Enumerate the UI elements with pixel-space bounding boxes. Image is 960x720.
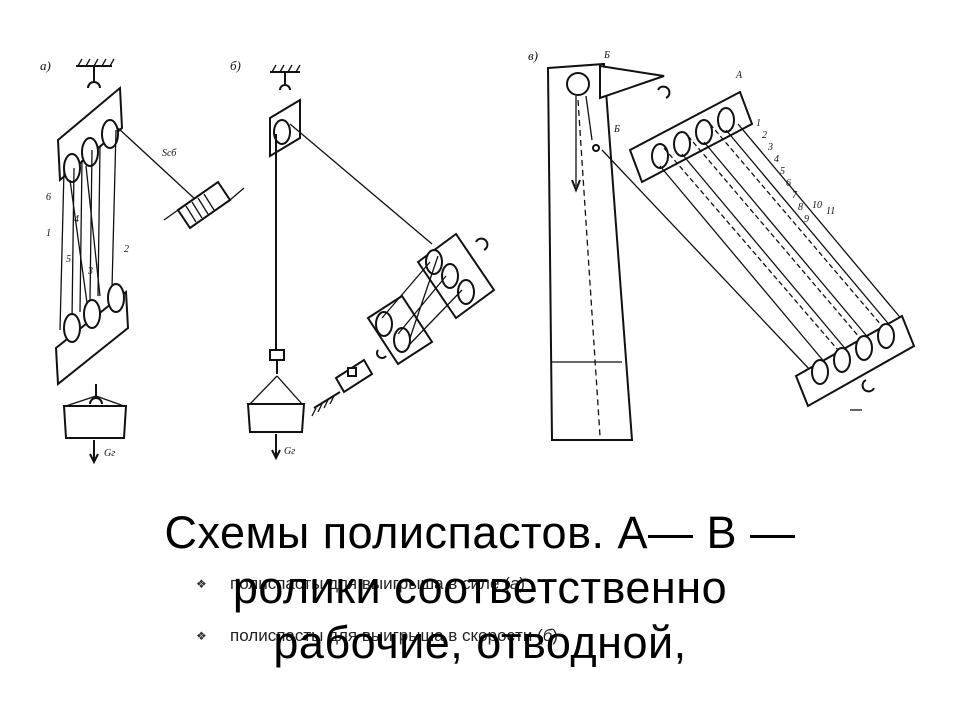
diamond-bullet-icon: ❖ <box>196 629 207 643</box>
panel-a: а) 1 2 3 4 5 6 Sсб <box>40 58 245 465</box>
panel-v-branch-number: 4 <box>774 154 779 165</box>
panel-a-branch-number: 6 <box>46 192 51 203</box>
panel-a-branch-number: 5 <box>66 254 71 265</box>
panel-v: в) Б Б А 1 2 3 4 5 6 7 8 <box>528 48 916 441</box>
panel-b-label: б) <box>230 58 241 73</box>
panel-a-rope-label: Sсб <box>162 148 177 159</box>
panel-v-branch-number: 8 <box>798 202 803 213</box>
panel-v-pulley-label: А <box>735 70 743 81</box>
bullet-list: ❖ полиспасты для выигрыша в силе (а) ❖ п… <box>196 574 896 678</box>
panel-v-pulley-label: Б <box>603 50 610 61</box>
panel-a-branch-number: 3 <box>87 266 93 277</box>
bullet-text: полиспасты для выигрыша в силе (а) <box>230 574 525 593</box>
panel-a-branch-number: 2 <box>124 244 129 255</box>
slide-title: Схемы полиспастов. А— В — ролики соответ… <box>20 505 940 670</box>
panel-v-branch-number: 2 <box>762 130 767 141</box>
panel-a-label: а) <box>40 58 51 73</box>
title-line: рабочие, отводной, <box>273 617 687 668</box>
panel-a-branch-number: 1 <box>46 228 51 239</box>
title-line: ролики соответственно <box>232 562 728 613</box>
panel-v-branch-numbers: 1 2 3 4 5 6 7 8 9 10 11 <box>756 118 835 225</box>
panel-v-branch-number: 6 <box>786 178 791 189</box>
panel-v-label: в) <box>528 48 538 63</box>
panel-v-branch-number: 3 <box>767 142 773 153</box>
diamond-bullet-icon: ❖ <box>196 577 207 591</box>
panel-b-load-label: Gг <box>284 446 295 457</box>
bullet-item: ❖ полиспасты для выигрыша в силе (а) <box>196 574 896 626</box>
panel-v-branch-number: 11 <box>826 206 835 217</box>
panel-v-branch-number: 10 <box>812 200 822 211</box>
panel-v-branch-number: 9 <box>804 214 809 225</box>
panel-a-load-label: Gг <box>104 448 115 459</box>
panel-v-branch-number: 1 <box>756 118 761 129</box>
panel-v-pulley-label: Б <box>613 124 620 135</box>
panel-a-branch-number: 4 <box>74 214 79 225</box>
bullet-text: полиспасты для выигрыша в скорости (б) <box>230 626 558 645</box>
panel-v-branch-number: 5 <box>780 166 785 177</box>
bullet-item: ❖ полиспасты для выигрыша в скорости (б) <box>196 626 896 678</box>
title-line: Схемы полиспастов. А— В — <box>164 507 796 558</box>
panel-b: б) Gг <box>230 58 496 461</box>
panel-v-branch-number: 7 <box>792 190 798 201</box>
